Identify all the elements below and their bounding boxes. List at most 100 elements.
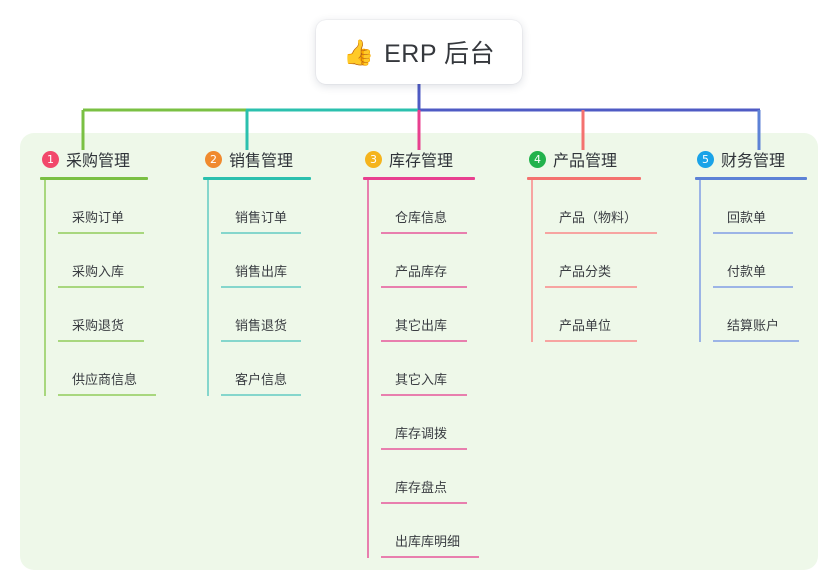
- branch-items-1: 采购订单 采购入库 采购退货 供应商信息: [40, 180, 156, 396]
- item-rule: [545, 340, 637, 342]
- list-item[interactable]: 库存盘点: [381, 450, 475, 504]
- item-rule: [381, 340, 467, 342]
- item-rule: [545, 286, 637, 288]
- item-label: 付款单: [727, 264, 767, 279]
- item-label: 采购订单: [72, 210, 125, 225]
- list-item[interactable]: 供应商信息: [58, 342, 156, 396]
- item-label: 其它出库: [395, 318, 448, 333]
- branch-spine-3: [367, 180, 369, 558]
- branch-badge-1: 1: [42, 150, 59, 168]
- item-label: 采购退货: [72, 318, 125, 333]
- item-label: 客户信息: [235, 372, 288, 387]
- branch-spine-5: [699, 180, 701, 342]
- branch-spine-4: [531, 180, 533, 342]
- item-rule: [58, 232, 144, 234]
- branch-badge-4: 4: [529, 150, 546, 168]
- item-label: 回款单: [727, 210, 767, 225]
- item-rule: [58, 340, 144, 342]
- branch-column-5: 5 财务管理 回款单 付款单 结算账户: [695, 148, 807, 342]
- item-rule: [381, 232, 467, 234]
- list-item[interactable]: 产品（物料）: [545, 180, 657, 234]
- item-label: 库存调拨: [395, 426, 448, 441]
- branch-column-2: 2 销售管理 销售订单 销售出库 销售退货 客户信息: [203, 148, 311, 396]
- item-rule: [58, 286, 144, 288]
- branch-column-1: 1 采购管理 采购订单 采购入库 采购退货 供应商信息: [40, 148, 156, 396]
- list-item[interactable]: 出库库明细: [381, 504, 479, 558]
- list-item[interactable]: 产品单位: [545, 288, 641, 342]
- thumbs-up-icon: 👍: [342, 37, 375, 67]
- item-label: 产品分类: [559, 264, 612, 279]
- branch-items-3: 仓库信息 产品库存 其它出库 其它入库 库存调拨 库存盘点: [363, 180, 479, 558]
- list-item[interactable]: 产品库存: [381, 234, 475, 288]
- branch-header-2[interactable]: 2 销售管理: [203, 148, 311, 170]
- branch-items-5: 回款单 付款单 结算账户: [695, 180, 807, 342]
- list-item[interactable]: 其它入库: [381, 342, 475, 396]
- branch-column-3: 3 库存管理 仓库信息 产品库存 其它出库 其它入库 库存调拨: [363, 148, 479, 558]
- list-item[interactable]: 回款单: [713, 180, 807, 234]
- list-item[interactable]: 付款单: [713, 234, 807, 288]
- list-item[interactable]: 销售订单: [221, 180, 311, 234]
- branch-header-1[interactable]: 1 采购管理: [40, 148, 148, 170]
- branch-label-3: 库存管理: [389, 153, 454, 170]
- list-item[interactable]: 仓库信息: [381, 180, 475, 234]
- item-label: 销售出库: [235, 264, 288, 279]
- branch-header-5[interactable]: 5 财务管理: [695, 148, 807, 170]
- branch-rule-2: [203, 177, 311, 180]
- item-rule: [381, 286, 467, 288]
- branch-spine-1: [44, 180, 46, 396]
- item-rule: [713, 286, 793, 288]
- item-rule: [221, 394, 301, 396]
- item-rule: [221, 286, 301, 288]
- list-item[interactable]: 结算账户: [713, 288, 807, 342]
- branch-badge-2: 2: [205, 150, 222, 168]
- branch-badge-5: 5: [697, 150, 714, 168]
- branch-items-4: 产品（物料） 产品分类 产品单位: [527, 180, 657, 342]
- item-rule: [381, 502, 467, 504]
- item-label: 库存盘点: [395, 480, 448, 495]
- item-label: 产品库存: [395, 264, 448, 279]
- item-rule: [221, 232, 301, 234]
- diagram-background-panel: [20, 133, 818, 570]
- branch-badge-3: 3: [365, 150, 382, 168]
- item-label: 结算账户: [727, 318, 780, 333]
- branch-rule-5: [695, 177, 807, 180]
- item-label: 销售订单: [235, 210, 288, 225]
- item-rule: [381, 448, 467, 450]
- item-rule: [381, 556, 479, 558]
- root-node-label: ERP 后台: [384, 40, 496, 68]
- item-rule: [713, 232, 793, 234]
- branch-rule-4: [527, 177, 641, 180]
- list-item[interactable]: 采购入库: [58, 234, 148, 288]
- list-item[interactable]: 采购退货: [58, 288, 148, 342]
- list-item[interactable]: 销售出库: [221, 234, 311, 288]
- root-node[interactable]: 👍 ERP 后台: [316, 20, 522, 84]
- list-item[interactable]: 销售退货: [221, 288, 311, 342]
- branch-header-4[interactable]: 4 产品管理: [527, 148, 641, 170]
- item-label: 产品（物料）: [559, 210, 638, 225]
- item-rule: [381, 394, 467, 396]
- branch-label-1: 采购管理: [66, 153, 131, 170]
- item-label: 其它入库: [395, 372, 448, 387]
- item-rule: [58, 394, 156, 396]
- branch-items-2: 销售订单 销售出库 销售退货 客户信息: [203, 180, 311, 396]
- list-item[interactable]: 库存调拨: [381, 396, 475, 450]
- branch-label-4: 产品管理: [553, 153, 618, 170]
- item-label: 采购入库: [72, 264, 125, 279]
- branch-label-2: 销售管理: [229, 153, 294, 170]
- item-label: 产品单位: [559, 318, 612, 333]
- item-label: 出库库明细: [395, 534, 461, 549]
- list-item[interactable]: 其它出库: [381, 288, 475, 342]
- branch-rule-1: [40, 177, 148, 180]
- branch-spine-2: [207, 180, 209, 396]
- list-item[interactable]: 产品分类: [545, 234, 641, 288]
- item-rule: [221, 340, 301, 342]
- item-label: 供应商信息: [72, 372, 138, 387]
- branch-column-4: 4 产品管理 产品（物料） 产品分类 产品单位: [527, 148, 657, 342]
- branch-header-3[interactable]: 3 库存管理: [363, 148, 475, 170]
- branch-label-5: 财务管理: [721, 153, 786, 170]
- item-label: 销售退货: [235, 318, 288, 333]
- item-label: 仓库信息: [395, 210, 448, 225]
- list-item[interactable]: 客户信息: [221, 342, 311, 396]
- list-item[interactable]: 采购订单: [58, 180, 148, 234]
